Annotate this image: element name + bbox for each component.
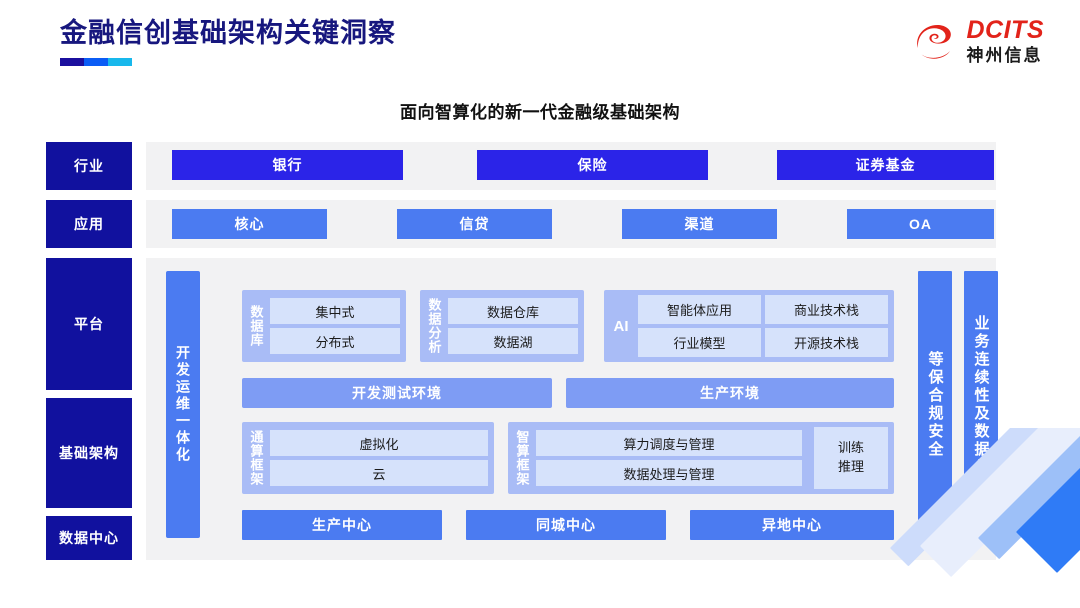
- intelligent-compute-item-scheduling[interactable]: 算力调度与管理: [536, 430, 802, 456]
- ai-item-industry-model[interactable]: 行业模型: [638, 328, 761, 357]
- industry-chip-securities[interactable]: 证券基金: [777, 150, 994, 180]
- ai-item-commercial-stack[interactable]: 商业技术栈: [765, 295, 888, 324]
- layer-label-platform: 平台: [46, 258, 132, 390]
- title-rule-bar: [60, 58, 132, 67]
- slide-header: 金融信创基础架构关键洞察: [60, 18, 396, 67]
- train-infer-line-1: 训练: [837, 440, 864, 456]
- group-label-general-compute: 通算框架: [248, 430, 264, 486]
- logo-wordmark: DCITS 神州信息: [966, 16, 1045, 65]
- platform-group-analytics: 数据分析 数据仓库 数据湖: [420, 290, 584, 362]
- application-chip-core[interactable]: 核心: [172, 209, 327, 239]
- industry-panel: 银行 保险 证券基金: [146, 142, 996, 190]
- datacenter-chip-production[interactable]: 生产中心: [242, 510, 442, 540]
- page-title: 金融信创基础架构关键洞察: [60, 18, 396, 48]
- side-rail-continuity-protection[interactable]: 业务连续性及数据保护: [964, 271, 998, 538]
- application-chip-channel[interactable]: 渠道: [622, 209, 777, 239]
- layer-label-application: 应用: [46, 200, 132, 248]
- general-compute-item-cloud[interactable]: 云: [270, 460, 488, 486]
- logo-cn-text: 神州信息: [966, 46, 1043, 65]
- logo-en-text: DCITS: [966, 16, 1044, 44]
- platform-group-ai: AI 智能体应用 商业技术栈 行业模型 开源技术栈: [604, 290, 894, 362]
- layer-label-infrastructure: 基础架构: [46, 398, 132, 508]
- datacenter-chip-metro[interactable]: 同城中心: [466, 510, 666, 540]
- datacenter-chip-remote[interactable]: 异地中心: [690, 510, 894, 540]
- layer-label-datacenter: 数据中心: [46, 516, 132, 560]
- analytics-item-lake[interactable]: 数据湖: [448, 328, 578, 354]
- application-chip-credit[interactable]: 信贷: [397, 209, 552, 239]
- environment-bar-devtest[interactable]: 开发测试环境: [242, 378, 552, 408]
- ai-item-agent-apps[interactable]: 智能体应用: [638, 295, 761, 324]
- train-infer-box[interactable]: 训练 推理: [814, 427, 888, 489]
- industry-chip-insurance[interactable]: 保险: [477, 150, 708, 180]
- application-panel: 核心 信贷 渠道 OA: [146, 200, 996, 248]
- dcits-swoosh-icon: [912, 18, 958, 64]
- brand-logo: DCITS 神州信息: [912, 18, 1045, 64]
- devops-rail[interactable]: 开发运维一体化: [166, 271, 200, 538]
- infra-group-intelligent-compute: 智算框架 算力调度与管理 数据处理与管理 训练 推理: [508, 422, 894, 494]
- layer-label-industry: 行业: [46, 142, 132, 190]
- side-rail-compliance-security[interactable]: 等保合规安全: [918, 271, 952, 538]
- general-compute-item-virtualization[interactable]: 虚拟化: [270, 430, 488, 456]
- train-infer-line-2: 推理: [837, 459, 864, 474]
- database-item-distributed[interactable]: 分布式: [270, 328, 400, 354]
- application-chip-oa[interactable]: OA: [847, 209, 994, 239]
- diagram-subtitle: 面向智算化的新一代金融级基础架构: [400, 103, 680, 122]
- industry-chip-bank[interactable]: 银行: [172, 150, 403, 180]
- group-label-database: 数据库: [248, 305, 264, 347]
- ai-item-opensource-stack[interactable]: 开源技术栈: [765, 328, 888, 357]
- platform-group-database: 数据库 集中式 分布式: [242, 290, 406, 362]
- architecture-diagram: 行业 应用 平台 基础架构 数据中心 银行 保险 证券基金 核心 信贷 渠道 O…: [46, 142, 998, 570]
- infra-group-general-compute: 通算框架 虚拟化 云: [242, 422, 494, 494]
- environment-bar-production[interactable]: 生产环境: [566, 378, 894, 408]
- group-label-intelligent-compute: 智算框架: [514, 430, 530, 486]
- group-label-analytics: 数据分析: [426, 298, 442, 354]
- intelligent-compute-item-data-processing[interactable]: 数据处理与管理: [536, 460, 802, 486]
- analytics-item-warehouse[interactable]: 数据仓库: [448, 298, 578, 324]
- database-item-centralized[interactable]: 集中式: [270, 298, 400, 324]
- platform-infrastructure-panel: 开发运维一体化 数据库 集中式 分布式 数据分析 数据仓库 数据湖 AI: [146, 258, 998, 560]
- group-label-ai: AI: [613, 317, 629, 335]
